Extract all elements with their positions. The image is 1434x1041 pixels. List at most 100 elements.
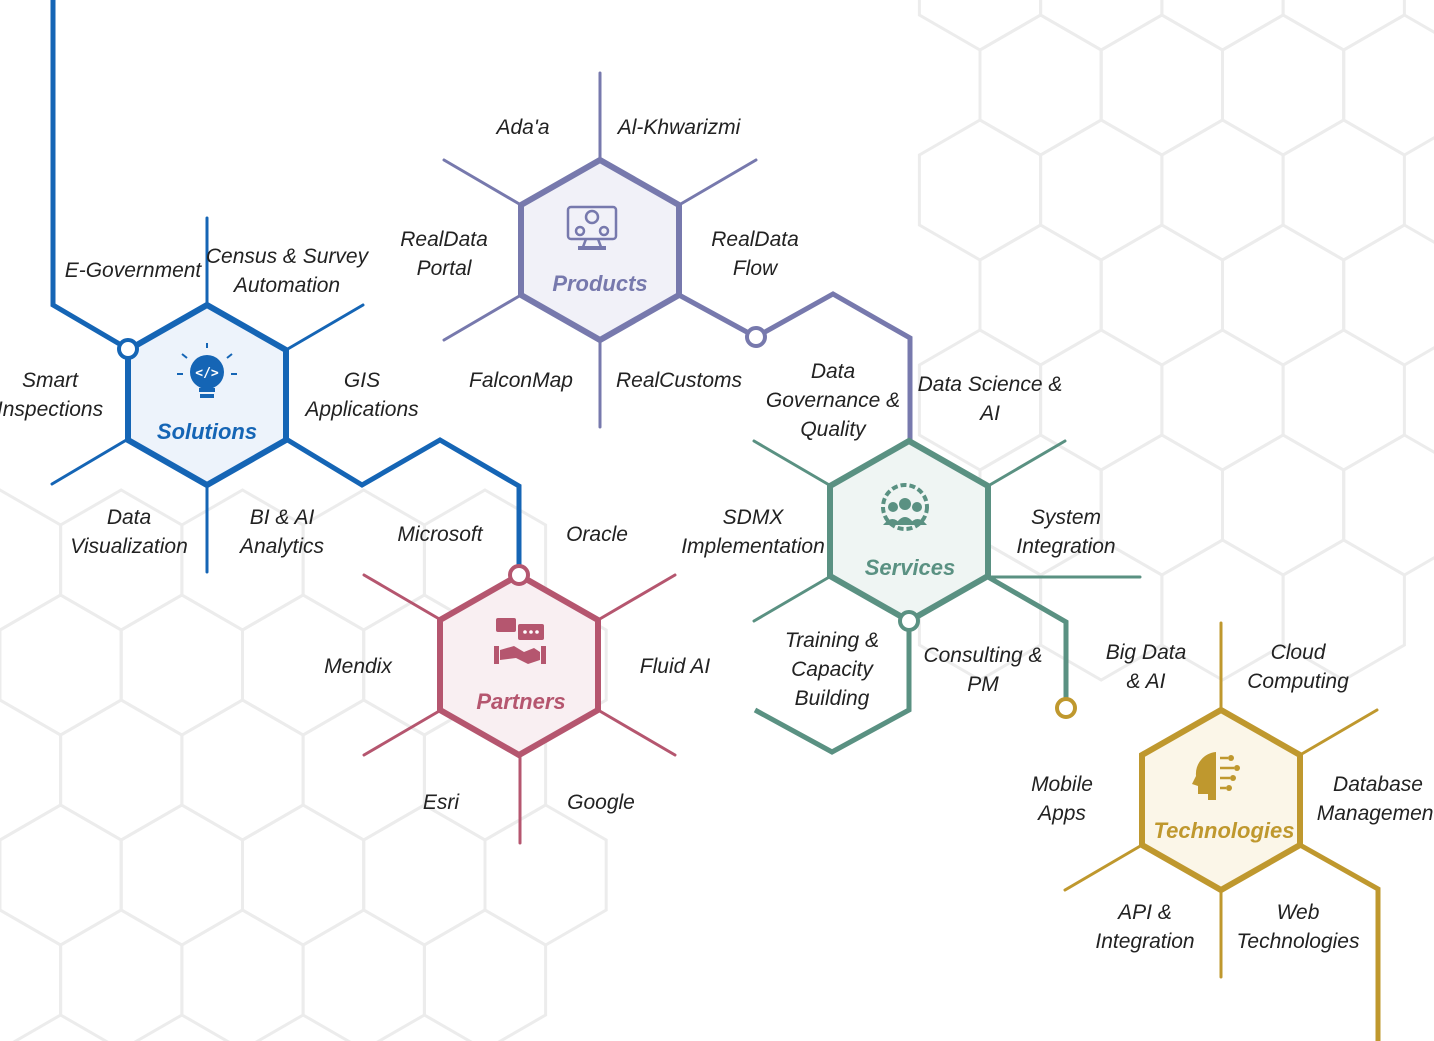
- technologies-title: Technologies: [1153, 818, 1295, 843]
- label-line: System: [1030, 506, 1101, 529]
- label-line: Applications: [305, 398, 419, 421]
- label-line: Computing: [1247, 670, 1349, 693]
- junction-rings: [117, 326, 1077, 719]
- technologies-hexagon[interactable]: [1139, 706, 1303, 894]
- background-hex: [0, 908, 63, 1041]
- services-spokes: [752, 439, 1142, 623]
- background-hex: [1221, 433, 1346, 577]
- label-line: FalconMap: [469, 369, 573, 392]
- partners-label-microsoft[interactable]: Microsoft: [397, 520, 482, 549]
- background-hex: [917, 118, 1043, 262]
- background-hex: [59, 908, 184, 1041]
- background-hex: [1221, 223, 1346, 367]
- background-hex: [1342, 13, 1434, 157]
- services-label-data-science[interactable]: Data Science & AI: [918, 370, 1063, 428]
- label-line: Visualization: [70, 535, 188, 558]
- label-line: Inspections: [0, 398, 104, 421]
- products-label-al-khwarizmi[interactable]: Al-Khwarizmi: [618, 113, 741, 142]
- label-line: Integration: [1095, 930, 1195, 953]
- label-line: BI & AI: [249, 506, 315, 529]
- partners-label-google[interactable]: Google: [567, 788, 635, 817]
- background-hex: [119, 803, 244, 947]
- label-line: API &: [1118, 901, 1172, 924]
- background-hex: [1160, 328, 1285, 472]
- label-line: Flow: [732, 257, 778, 280]
- background-hex: [0, 698, 63, 842]
- solutions-entry-line: [50, 0, 130, 352]
- background-hex: [1160, 118, 1285, 262]
- background-hex: [59, 698, 184, 842]
- technologies-label-api[interactable]: API & Integration: [1095, 898, 1194, 956]
- label-line: Portal: [416, 257, 472, 280]
- partners-label-esri[interactable]: Esri: [423, 788, 459, 817]
- label-line: AI: [980, 402, 1000, 425]
- label-line: Microsoft: [397, 523, 483, 546]
- products-label-adaa[interactable]: Ada'a: [496, 113, 549, 142]
- label-line: Mobile: [1031, 773, 1093, 796]
- label-line: SDMX: [722, 506, 784, 529]
- background-hex: [422, 908, 548, 1041]
- background-hex: [978, 223, 1103, 367]
- label-line: Data Science &: [917, 373, 1063, 396]
- label-line: Management: [1316, 802, 1434, 825]
- background-hex: [1281, 118, 1406, 262]
- label-line: E-Government: [64, 259, 202, 282]
- technologies-label-big-data[interactable]: Big Data& AI: [1106, 638, 1187, 696]
- background-hex: [241, 803, 366, 947]
- label-line: Integration: [1016, 535, 1116, 558]
- products-label-falconmap[interactable]: FalconMap: [469, 366, 573, 395]
- label-line: Google: [567, 791, 635, 814]
- partners-label-fluid-ai[interactable]: Fluid AI: [640, 652, 710, 681]
- solutions-title: Solutions: [156, 419, 258, 444]
- background-hex: [1099, 223, 1224, 367]
- technologies-exit-line: [1298, 842, 1381, 1041]
- partners-label-mendix[interactable]: Mendix: [324, 652, 392, 681]
- background-hex: [483, 803, 608, 947]
- products-services-line: [677, 291, 913, 440]
- products-label-realcustoms[interactable]: RealCustoms: [616, 366, 742, 395]
- partners-label-oracle[interactable]: Oracle: [566, 520, 628, 549]
- label-line: Mendix: [324, 655, 392, 678]
- background-hex: [0, 593, 123, 737]
- background-hex: [1099, 433, 1224, 577]
- label-line: Big Data: [1105, 641, 1187, 664]
- background-hex: [180, 698, 305, 842]
- label-line: Technologies: [1236, 930, 1360, 953]
- solutions-label-e-government[interactable]: E-Government: [65, 256, 202, 285]
- team-gear-icon: [881, 483, 929, 531]
- background-hex: [1281, 328, 1406, 472]
- background-hex: [1281, 538, 1406, 682]
- services-hexagon[interactable]: [827, 437, 991, 625]
- background-hex: [0, 488, 63, 632]
- svg-text:</>: </>: [195, 366, 219, 381]
- services-label-consulting[interactable]: Consulting &PM: [923, 641, 1042, 699]
- connector-lines: [50, 0, 1381, 1041]
- label-line: Ada'a: [496, 116, 550, 139]
- background-hex: [1342, 223, 1434, 367]
- background-hex: [301, 908, 426, 1041]
- label-line: GIS: [343, 369, 381, 392]
- label-line: Governance &: [765, 389, 901, 412]
- solutions-label-gis[interactable]: GIS Applications: [305, 366, 418, 424]
- label-line: RealCustoms: [615, 369, 743, 392]
- technologies-spokes: [1063, 621, 1379, 979]
- products-title: Products: [552, 271, 648, 296]
- background-hex: [1099, 13, 1224, 157]
- partners-hexagon[interactable]: [437, 571, 601, 759]
- label-line: Census & Survey: [205, 245, 369, 268]
- label-line: Data: [810, 360, 856, 383]
